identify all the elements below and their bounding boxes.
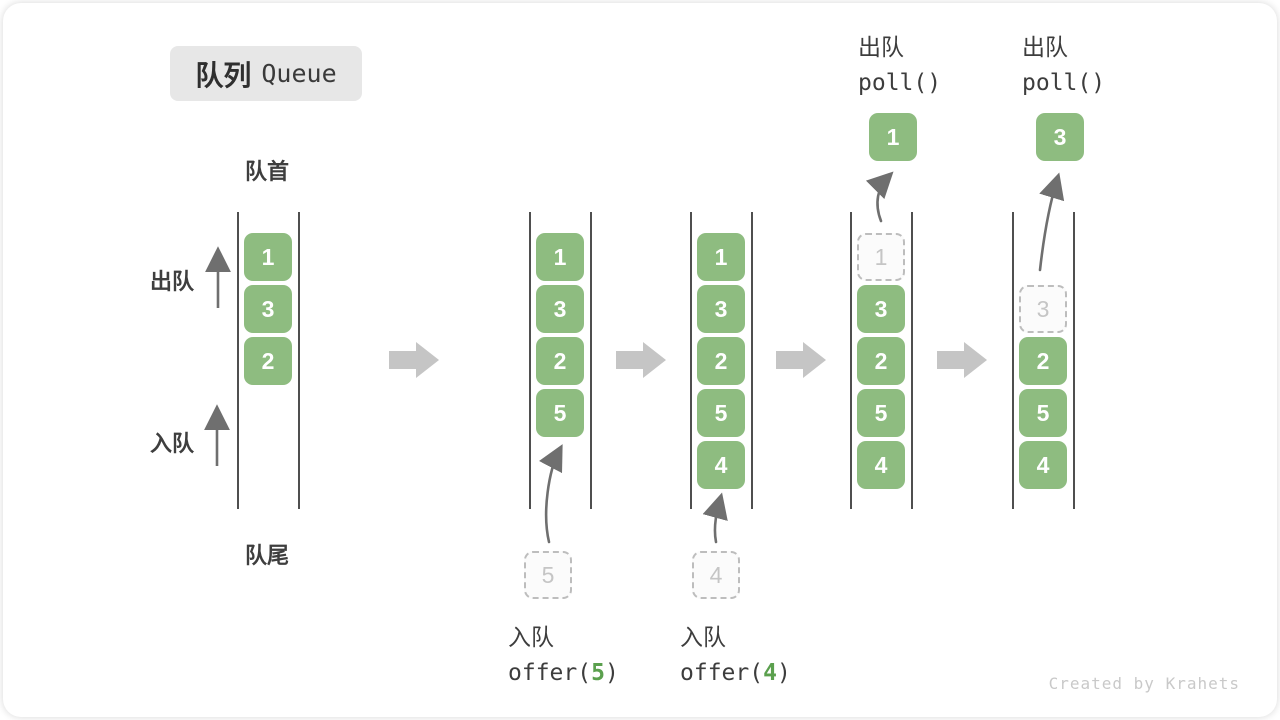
queue-item: 5 — [536, 389, 584, 437]
enqueue-op-caption: 入队 offer(4) — [680, 618, 791, 686]
queue-wall-left-2 — [529, 212, 531, 509]
code-arg: 5 — [591, 660, 605, 686]
enqueue-op-code: offer(4) — [680, 660, 791, 686]
queue-wall-left-3 — [690, 212, 692, 509]
enqueue-op-label: 入队 — [680, 624, 726, 650]
enqueue-op-label: 入队 — [508, 624, 554, 650]
queue-wall-left-5 — [1012, 212, 1014, 509]
enqueue-side-label: 入队 — [150, 431, 195, 456]
polled-item: 3 — [1036, 113, 1084, 161]
queue-wall-right-2 — [590, 212, 592, 509]
step-arrow-icon — [937, 342, 987, 378]
queue-front-label: 队首 — [244, 159, 289, 184]
queue-item: 4 — [697, 441, 745, 489]
queue-item: 1 — [244, 233, 292, 281]
queue-wall-right-4 — [911, 212, 913, 509]
watermark: Created by Krahets — [1048, 674, 1240, 693]
step-arrow-icon — [776, 342, 826, 378]
title-en: Queue — [261, 59, 337, 88]
queue-item: 5 — [697, 389, 745, 437]
queue-item: 2 — [857, 337, 905, 385]
dequeue-op-caption: 出队 poll() — [1022, 28, 1105, 96]
dequeue-op-label: 出队 — [1022, 34, 1068, 60]
polled-item: 1 — [869, 113, 917, 161]
queue-item: 2 — [536, 337, 584, 385]
queue-item-removed: 3 — [1019, 285, 1067, 333]
queue-item: 4 — [857, 441, 905, 489]
enqueue-op-code: offer(5) — [508, 660, 619, 686]
queue-item: 5 — [857, 389, 905, 437]
enqueue-op-caption: 入队 offer(5) — [508, 618, 619, 686]
queue-wall-right-5 — [1073, 212, 1075, 509]
staged-item: 5 — [524, 551, 572, 599]
code-close: ) — [604, 660, 619, 686]
queue-item-removed: 1 — [857, 233, 905, 281]
queue-item: 3 — [857, 285, 905, 333]
queue-wall-right-1 — [298, 212, 300, 509]
queue-item: 3 — [697, 285, 745, 333]
dequeue-op-label: 出队 — [858, 34, 904, 60]
queue-item: 2 — [697, 337, 745, 385]
dequeue-op-caption: 出队 poll() — [858, 28, 941, 96]
queue-item: 1 — [697, 233, 745, 281]
title-badge: 队列 Queue — [170, 46, 362, 101]
queue-item: 2 — [244, 337, 292, 385]
dequeue-op-code: poll() — [858, 70, 942, 96]
queue-wall-left-1 — [237, 212, 239, 509]
dequeue-op-code: poll() — [1022, 70, 1106, 96]
step-arrow-icon — [389, 342, 439, 378]
code-arg: 4 — [763, 660, 777, 686]
queue-item: 1 — [536, 233, 584, 281]
queue-rear-label: 队尾 — [244, 543, 289, 568]
queue-wall-right-3 — [751, 212, 753, 509]
title-zh: 队列 — [195, 59, 252, 91]
code-fn: offer( — [680, 660, 764, 686]
queue-item: 4 — [1019, 441, 1067, 489]
queue-item: 5 — [1019, 389, 1067, 437]
queue-item: 3 — [244, 285, 292, 333]
code-fn: offer( — [508, 660, 592, 686]
dequeue-side-label: 出队 — [150, 269, 195, 294]
queue-item: 2 — [1019, 337, 1067, 385]
queue-item: 3 — [536, 285, 584, 333]
queue-wall-left-4 — [850, 212, 852, 509]
staged-item: 4 — [692, 551, 740, 599]
step-arrow-icon — [616, 342, 666, 378]
code-close: ) — [776, 660, 791, 686]
